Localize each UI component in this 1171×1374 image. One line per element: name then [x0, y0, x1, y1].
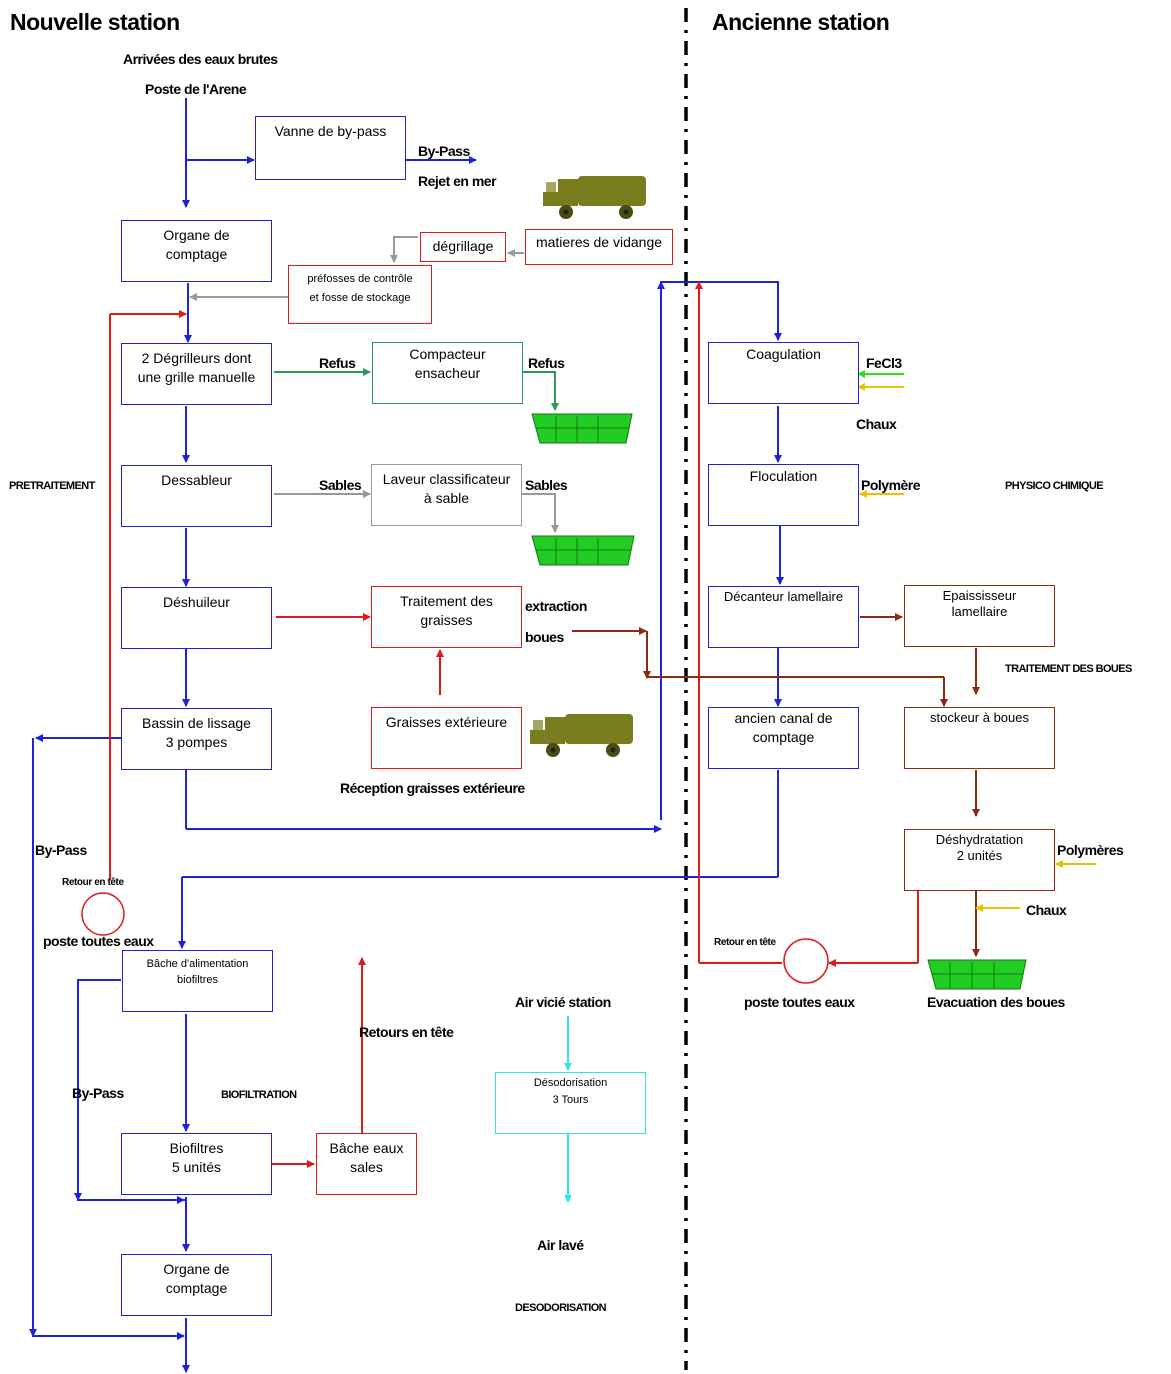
section-traitement-boues: TRAITEMENT DES BOUES	[1005, 663, 1132, 675]
box-floculation: Floculation	[708, 464, 859, 526]
label-boues: boues	[525, 629, 564, 645]
truck-icon-vidange	[543, 176, 646, 219]
return-flow-lines	[109, 281, 919, 1168]
truck-icon-graisses	[530, 714, 633, 757]
label-poste-toutes-eaux-left: poste toutes eaux	[43, 933, 154, 949]
label-retour-tete-right: Retour en tête	[714, 937, 776, 948]
label-air-vicie: Air vicié station	[515, 994, 611, 1010]
label-poste-toutes-eaux-right: poste toutes eaux	[744, 994, 855, 1010]
gray-flow-lines	[189, 236, 559, 533]
box-degrillage: dégrillage	[420, 232, 506, 262]
box-dessableur: Dessableur	[121, 465, 272, 527]
label-bypass-bottom: By-Pass	[72, 1085, 124, 1101]
header-ancienne-station: Ancienne station	[712, 9, 890, 35]
sludge-flow-lines	[572, 613, 980, 957]
box-coagulation: Coagulation	[708, 342, 859, 404]
section-biofiltration: BIOFILTRATION	[221, 1089, 297, 1101]
label-reception-graisses: Réception graisses extérieure	[340, 780, 525, 796]
label-extraction: extraction	[525, 598, 587, 614]
section-physico-chimique: PHYSICO CHIMIQUE	[1005, 480, 1104, 492]
label-air-lave: Air lavé	[537, 1237, 584, 1253]
box-decanteur-lamellaire: Décanteur lamellaire	[708, 586, 859, 648]
refus-flow-lines	[274, 368, 559, 411]
label-bypass-top: By-Pass	[418, 143, 470, 159]
section-desodorisation: DESODORISATION	[515, 1302, 607, 1314]
skip-icon-refus	[531, 413, 633, 444]
label-retours-en-tete: Retours en tête	[359, 1024, 454, 1040]
section-pretraitement: PRETRAITEMENT	[9, 480, 95, 492]
pump-circle-left	[81, 892, 125, 936]
label-bypass-left: By-Pass	[35, 842, 87, 858]
box-deshuileur: Déshuileur	[121, 587, 272, 649]
water-flow-lines	[29, 98, 784, 1373]
label-poste-arene: Poste de l'Arene	[145, 81, 247, 97]
box-graisses-exterieure: Graisses extérieure	[371, 707, 522, 769]
label-refus-1: Refus	[319, 355, 356, 371]
label-rejet-mer: Rejet en mer	[418, 173, 497, 189]
label-sables-2: Sables	[525, 477, 568, 493]
box-stockeur-boues: stockeur à boues	[904, 707, 1055, 769]
label-sables-1: Sables	[319, 477, 362, 493]
pump-circle-right	[783, 938, 829, 984]
box-matieres-vidange: matieres de vidange	[525, 229, 673, 265]
skip-icon-boues	[927, 959, 1027, 990]
header-nouvelle-station: Nouvelle station	[10, 9, 180, 35]
label-fecl3: FeCl3	[866, 355, 902, 371]
label-retour-tete-left: Retour en tête	[62, 877, 124, 888]
label-polymere: Polymère	[861, 477, 921, 493]
label-chaux-2: Chaux	[1026, 902, 1067, 918]
label-polymeres: Polymères	[1057, 842, 1124, 858]
skip-icon-sables	[531, 535, 635, 566]
label-arrivees: Arrivées des eaux brutes	[123, 51, 278, 67]
label-chaux-1: Chaux	[856, 416, 897, 432]
label-evacuation-boues: Evacuation des boues	[927, 994, 1065, 1010]
box-vanne-bypass: Vanne de by-pass	[255, 116, 406, 180]
label-refus-2: Refus	[528, 355, 565, 371]
